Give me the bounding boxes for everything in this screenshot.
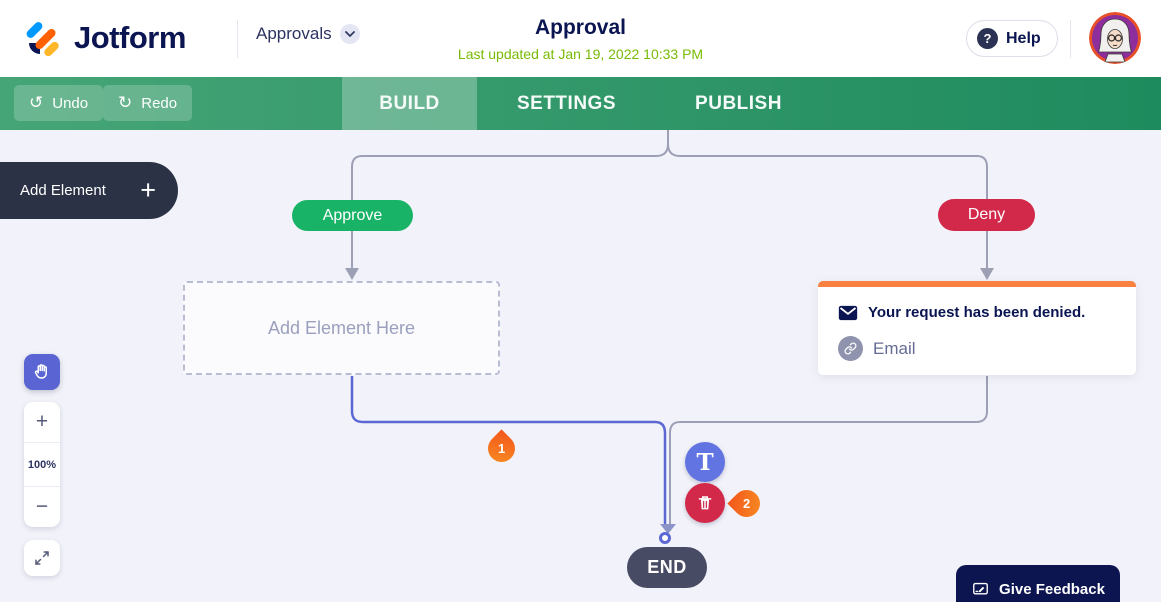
arrowhead-approve-icon: [345, 268, 359, 280]
zoom-controls: + 100% −: [24, 402, 60, 527]
email-card-type: Email: [838, 336, 916, 361]
expand-icon: [35, 551, 49, 565]
help-label: Help: [1006, 29, 1041, 47]
plus-icon: +: [140, 175, 156, 205]
arrowhead-deny-icon: [980, 268, 994, 280]
feedback-label: Give Feedback: [999, 580, 1105, 598]
avatar-image: [1089, 12, 1141, 64]
add-element-here-dropzone[interactable]: Add Element Here: [183, 281, 500, 375]
product-switcher-dropdown[interactable]: Approvals: [256, 24, 360, 44]
branch-label-deny[interactable]: Deny: [938, 199, 1035, 231]
app-header: Jotform Approvals Approval Last updated …: [0, 0, 1161, 77]
user-avatar[interactable]: [1089, 12, 1141, 64]
jotform-logo-icon: [26, 22, 59, 57]
hand-icon: [34, 364, 47, 379]
zoom-in-button[interactable]: +: [35, 410, 49, 433]
question-mark-icon: ?: [977, 28, 998, 49]
redo-label: Redo: [141, 94, 178, 112]
zoom-out-button[interactable]: −: [35, 495, 49, 518]
zoom-level: 100%: [24, 442, 60, 487]
builder-toolbar: ↺ Undo ↻ Redo BUILD SETTINGS PUBLISH: [0, 77, 1161, 130]
chevron-down-icon: [339, 24, 360, 44]
email-message-text: Your request has been denied.: [868, 304, 1086, 321]
delete-button[interactable]: [685, 483, 725, 523]
arrowhead-end-icon: [660, 524, 676, 534]
add-element-label: Add Element: [20, 182, 106, 199]
branch-label-approve[interactable]: Approve: [292, 200, 413, 231]
trash-icon: [698, 496, 712, 510]
workflow-canvas[interactable]: Add Element + Approve Deny Add Element H…: [0, 130, 1161, 602]
redo-icon: ↻: [118, 92, 133, 113]
undo-label: Undo: [52, 94, 89, 112]
header-divider: [237, 20, 238, 58]
product-name: Approvals: [256, 24, 332, 43]
fullscreen-button[interactable]: [24, 540, 60, 576]
flow-connectors: [345, 130, 994, 534]
envelope-icon: [838, 305, 858, 320]
email-card-header: Your request has been denied.: [838, 304, 1085, 321]
help-button[interactable]: ? Help: [966, 20, 1058, 57]
text-tool-button[interactable]: T: [685, 442, 725, 482]
link-icon: [838, 336, 863, 361]
brand-name: Jotform: [74, 20, 186, 55]
give-feedback-button[interactable]: Give Feedback: [956, 565, 1120, 602]
dropzone-label: Add Element Here: [267, 317, 416, 338]
email-node-card[interactable]: Your request has been denied. Email: [818, 281, 1136, 375]
tab-publish[interactable]: PUBLISH: [695, 93, 782, 114]
feedback-icon: [973, 582, 988, 595]
email-type-label: Email: [873, 338, 916, 358]
undo-icon: ↺: [29, 92, 44, 113]
end-node[interactable]: END: [627, 547, 707, 588]
tab-settings[interactable]: SETTINGS: [516, 93, 616, 114]
undo-button[interactable]: ↺ Undo: [14, 85, 104, 121]
header-divider-2: [1070, 20, 1071, 58]
end-connector-handle[interactable]: [659, 532, 671, 544]
pan-tool-button[interactable]: [24, 354, 60, 390]
jotform-logo[interactable]: Jotform: [22, 18, 186, 58]
add-element-button[interactable]: Add Element +: [0, 162, 178, 219]
tab-build[interactable]: BUILD: [342, 77, 477, 130]
redo-button[interactable]: ↻ Redo: [103, 85, 193, 121]
